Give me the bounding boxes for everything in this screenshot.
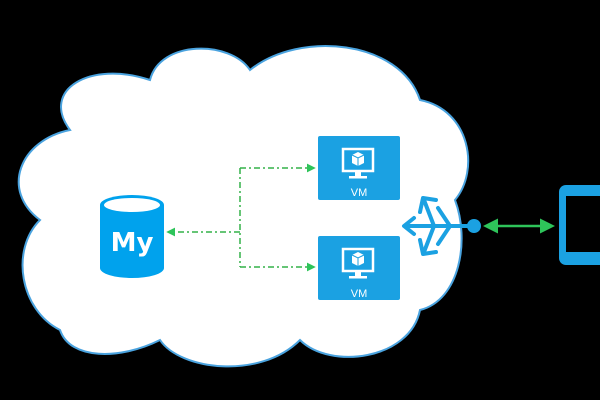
virtual-machine-icon bbox=[341, 147, 375, 179]
load-balancer-icon bbox=[402, 196, 481, 256]
database-label: My bbox=[111, 228, 154, 258]
virtual-machine-icon bbox=[341, 247, 375, 279]
vm-box-1: VM bbox=[318, 136, 400, 200]
mysql-database-icon: My bbox=[100, 195, 164, 278]
db-vm-connectors bbox=[166, 163, 316, 272]
mobile-device-icon bbox=[559, 185, 600, 265]
cloud-shape bbox=[17, 45, 470, 368]
vm-box-2: VM bbox=[318, 236, 400, 300]
vm-label-1: VM bbox=[351, 187, 368, 199]
vm-label-2: VM bbox=[351, 288, 368, 300]
